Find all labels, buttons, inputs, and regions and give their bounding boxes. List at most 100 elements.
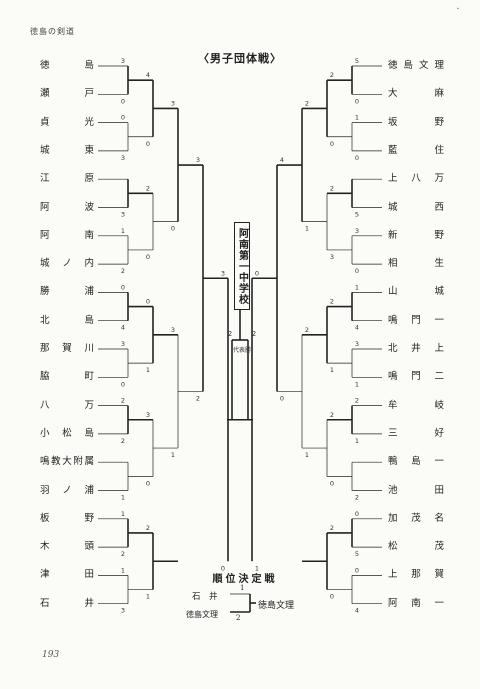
score-label: 4 xyxy=(280,156,284,164)
team-char: 属 xyxy=(84,456,94,468)
team-name-right-7: 新野 xyxy=(388,230,444,242)
corner-mark: ・ xyxy=(455,6,462,13)
team-name-left-14: 小松島 xyxy=(40,428,94,440)
team-char: 那 xyxy=(411,569,421,581)
score-label: 4 xyxy=(355,607,359,615)
score-label: 2 xyxy=(146,184,150,192)
team-char: 茂 xyxy=(411,512,421,524)
score-label: 3 xyxy=(171,326,175,334)
team-char: 木 xyxy=(40,541,50,553)
team-char: 阿 xyxy=(40,201,50,213)
score-label: 1 xyxy=(255,564,259,572)
final-score-left: 2 xyxy=(228,330,232,338)
team-char: 阿 xyxy=(40,229,50,241)
team-char: 門 xyxy=(411,371,421,383)
team-char: 上 xyxy=(388,173,398,185)
score-label: 4 xyxy=(121,324,125,332)
team-char: 北 xyxy=(388,343,398,354)
team-char: 山 xyxy=(388,286,398,298)
score-label: 0 xyxy=(121,97,125,105)
score-label: 1 xyxy=(355,380,359,388)
score-label: 0 xyxy=(355,154,359,162)
team-char: 井 xyxy=(411,343,421,354)
score-label: 1 xyxy=(355,437,359,445)
team-char: 好 xyxy=(434,427,444,439)
score-label: 0 xyxy=(121,114,125,122)
team-char: 名 xyxy=(434,512,444,524)
team-char: 三 xyxy=(388,427,398,439)
team-char: 鳴 xyxy=(388,371,398,383)
final-score-right: 2 xyxy=(252,330,256,338)
consolation-score-a: 1 xyxy=(240,584,245,592)
team-name-left-13: 八万 xyxy=(40,400,94,412)
score-label: 1 xyxy=(146,366,150,374)
team-char: 野 xyxy=(434,229,444,241)
team-name-right-10: 鳴門一 xyxy=(388,315,444,327)
team-name-left-12: 脇町 xyxy=(40,371,94,383)
team-char: 島 xyxy=(84,427,94,439)
team-char: 松 xyxy=(62,427,72,439)
team-char: 大 xyxy=(62,456,72,468)
team-name-left-17: 板野 xyxy=(40,513,94,525)
team-name-right-14: 三好 xyxy=(388,428,444,440)
score-label: 0 xyxy=(355,566,359,574)
score-label: 0 xyxy=(280,394,284,402)
score-label: 3 xyxy=(121,57,125,65)
team-char: 鳴 xyxy=(40,456,50,468)
score-label: 1 xyxy=(305,225,309,233)
team-char: 牟 xyxy=(388,399,398,411)
score-label: 3 xyxy=(121,211,125,219)
score-label: 1 xyxy=(305,451,309,459)
team-char: 勝 xyxy=(40,286,50,298)
team-char: 南 xyxy=(84,229,94,241)
consolation-winner: 徳島文理 xyxy=(258,601,295,611)
team-name-right-5: 上八万 xyxy=(388,173,444,185)
team-char: 小 xyxy=(40,427,50,439)
team-char: 松 xyxy=(388,541,398,553)
team-name-right-16: 池田 xyxy=(388,485,444,497)
team-name-left-15: 鳴教大附属 xyxy=(40,456,94,468)
score-label: 3 xyxy=(355,340,359,348)
score-label: 3 xyxy=(121,607,125,615)
team-name-left-10: 北島 xyxy=(40,315,94,327)
team-char: 池 xyxy=(388,484,398,496)
team-char: 大 xyxy=(388,88,398,100)
team-char: 附 xyxy=(73,456,83,468)
team-char: ノ xyxy=(62,258,72,270)
score-label: 2 xyxy=(121,397,125,405)
score-label: 3 xyxy=(330,253,334,261)
consolation-team-a: 石 井 xyxy=(192,592,218,602)
score-label: 2 xyxy=(196,394,200,402)
team-char: 麻 xyxy=(434,88,444,100)
score-label: 3 xyxy=(355,227,359,235)
score-label: 1 xyxy=(330,366,334,374)
score-label: 1 xyxy=(171,451,175,459)
score-label: 0 xyxy=(330,140,334,148)
running-header: 徳島の剣道 xyxy=(30,27,75,36)
team-char: 田 xyxy=(84,569,94,581)
team-char: 上 xyxy=(388,569,398,581)
score-label: 0 xyxy=(355,97,359,105)
score-label: 3 xyxy=(196,156,200,164)
score-label: 5 xyxy=(355,550,359,558)
score-label: 0 xyxy=(255,269,259,277)
team-char: 瀬 xyxy=(40,88,50,100)
team-char: 阿 xyxy=(388,597,398,609)
team-name-right-8: 相生 xyxy=(388,258,444,270)
score-label: 0 xyxy=(355,510,359,518)
team-char: 徳 xyxy=(388,60,398,71)
team-char: 城 xyxy=(40,258,50,270)
score-label: 4 xyxy=(355,324,359,332)
score-label: 0 xyxy=(171,225,175,233)
team-char: 光 xyxy=(84,116,94,128)
team-char: 文 xyxy=(418,60,429,71)
team-char: 城 xyxy=(40,144,50,156)
team-char: 住 xyxy=(434,144,444,156)
team-name-left-5: 江原 xyxy=(40,173,94,185)
team-char: 江 xyxy=(40,173,50,185)
score-label: 0 xyxy=(121,380,125,388)
team-char: 一 xyxy=(434,456,444,468)
team-char: 鳴 xyxy=(388,314,398,326)
consolation-score-b: 2 xyxy=(236,614,241,622)
